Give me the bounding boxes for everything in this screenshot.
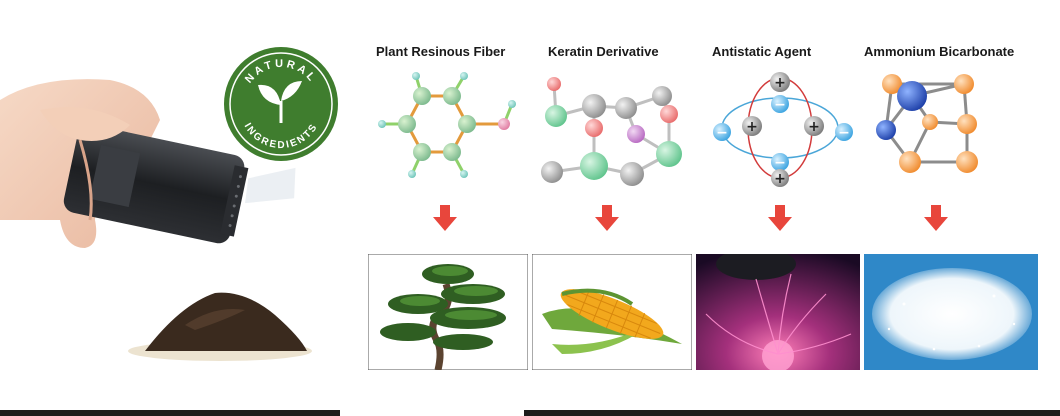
title-ammonium-bicarbonate: Ammonium Bicarbonate (864, 44, 1015, 59)
arrow-down-icon (924, 205, 948, 231)
bottom-border-gap (340, 410, 524, 416)
arrow-down-icon (595, 205, 619, 231)
arrow-down-icon (433, 205, 457, 231)
natural-ingredients-badge: NATURAL INGREDIENTS (222, 45, 340, 163)
svg-text:+: + (746, 119, 758, 135)
molecule-plant-resinous-fiber (372, 66, 522, 196)
bottom-border (0, 410, 1060, 416)
molecule-ammonium-bicarbonate (872, 66, 1002, 196)
arrow-down-icon (768, 205, 792, 231)
svg-text:+: + (774, 171, 786, 187)
svg-text:−: − (838, 125, 850, 141)
molecule-antistatic-agent: + − + + − − − + (708, 66, 858, 196)
photo-corn-cob (532, 254, 692, 370)
svg-text:−: − (774, 155, 786, 171)
molecule-keratin-derivative (534, 66, 694, 196)
svg-text:+: + (808, 119, 820, 135)
title-plant-resinous-fiber: Plant Resinous Fiber (376, 44, 506, 59)
title-antistatic-agent: Antistatic Agent (712, 44, 812, 59)
svg-text:+: + (774, 75, 786, 91)
svg-text:−: − (774, 97, 786, 113)
title-keratin-derivative: Keratin Derivative (548, 44, 659, 59)
fiber-powder-pile (125, 285, 315, 365)
svg-text:−: − (716, 125, 728, 141)
hand-with-fiber-bottle (0, 70, 300, 260)
leaf-icon (258, 81, 302, 123)
photo-pine-bonsai-tree (368, 254, 528, 370)
photo-plasma-ball (696, 254, 860, 370)
photo-white-crystals (864, 254, 1038, 370)
